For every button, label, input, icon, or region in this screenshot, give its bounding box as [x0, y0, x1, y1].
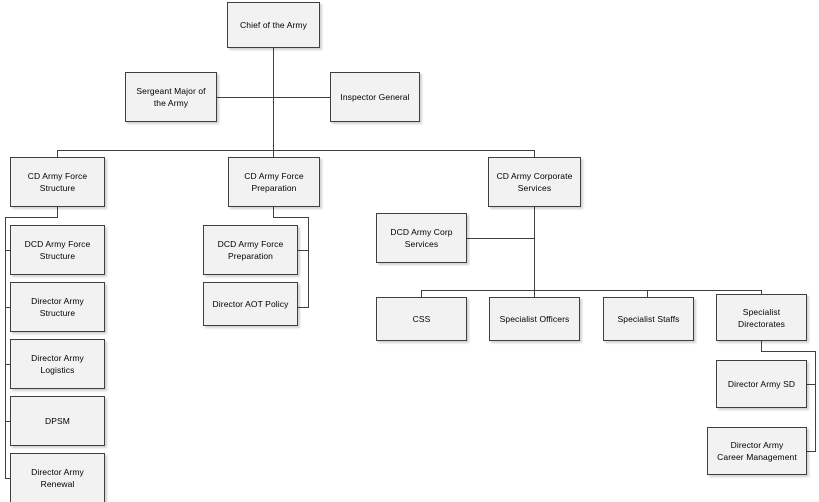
- node-label: Specialist Directorates: [737, 306, 786, 329]
- node-label: DCD Army Force Preparation: [217, 239, 284, 261]
- node-label: Director Army SD: [727, 379, 796, 389]
- connector-level3-bus: [57, 150, 535, 151]
- connector-stub-director-army-renewal: [5, 478, 11, 479]
- node-label: Director Army Structure: [31, 296, 84, 318]
- node-css[interactable]: CSS: [376, 297, 467, 341]
- node-label: CD Army Corporate Services: [496, 171, 573, 193]
- node-director-army-sd[interactable]: Director Army SD: [716, 360, 807, 408]
- node-inspector-general[interactable]: Inspector General: [330, 72, 420, 122]
- node-label: DCD Army Corp Services: [390, 227, 453, 249]
- node-sergeant-major-of-the-army[interactable]: Sergeant Major of the Army: [125, 72, 217, 122]
- connector-drop-specialist-directorates: [761, 290, 762, 297]
- node-dcd-army-force-structure[interactable]: DCD Army Force Structure: [10, 225, 105, 275]
- connector-spec-dir-stem: [761, 341, 762, 351]
- connector-stub-director-army-sd: [807, 384, 816, 385]
- node-label: Director Army Renewal: [31, 467, 84, 489]
- connector-stub-director-army-logistics: [5, 364, 11, 365]
- node-label: Director Army Career Management: [717, 440, 797, 462]
- node-cd-army-corporate-services[interactable]: CD Army Corporate Services: [488, 157, 581, 207]
- connector-mid-stem: [273, 207, 274, 217]
- node-cd-army-force-structure[interactable]: CD Army Force Structure: [10, 157, 105, 207]
- connector-left-spine: [5, 217, 6, 478]
- connector-stub-director-army-career-management: [807, 451, 816, 452]
- node-dpsm[interactable]: DPSM: [10, 396, 105, 446]
- connector-drop-css: [421, 290, 422, 297]
- node-director-army-structure[interactable]: Director Army Structure: [10, 282, 105, 332]
- node-label: DPSM: [45, 416, 70, 426]
- node-cd-army-force-preparation[interactable]: CD Army Force Preparation: [228, 157, 320, 207]
- node-dcd-army-corp-services[interactable]: DCD Army Corp Services: [376, 213, 467, 263]
- node-label: Specialist Officers: [499, 314, 570, 324]
- connector-stub-dcd-corp-services: [467, 238, 535, 239]
- connector-stub-dpsm: [5, 421, 11, 422]
- connector-drop-specialist-staffs: [647, 290, 648, 297]
- connector-mid-spine: [308, 217, 309, 307]
- connector-stub-director-aot-policy: [298, 307, 309, 308]
- node-label: Director AOT Policy: [212, 299, 289, 309]
- node-director-army-career-management[interactable]: Director Army Career Management: [707, 427, 807, 475]
- node-label: Sergeant Major of the Army: [136, 86, 206, 108]
- connector-drop-cd-corporate-services: [534, 150, 535, 157]
- connector-right-spine: [534, 207, 535, 290]
- connector-drop-cd-force-preparation: [273, 150, 274, 157]
- node-label: CD Army Force Structure: [27, 171, 88, 193]
- connector-stub-dcd-force-preparation: [298, 250, 309, 251]
- connector-stub-director-army-structure: [5, 307, 11, 308]
- connector-drop-specialist-officers: [534, 290, 535, 297]
- connector-chief-stem: [273, 48, 274, 150]
- node-director-army-renewal[interactable]: Director Army Renewal: [10, 453, 105, 502]
- node-label: Specialist Staffs: [617, 314, 680, 324]
- node-label: Director Army Logistics: [31, 353, 84, 375]
- connector-mid-elbow: [273, 217, 309, 218]
- node-specialist-directorates[interactable]: Specialist Directorates: [716, 294, 807, 341]
- node-chief-of-the-army[interactable]: Chief of the Army: [227, 2, 320, 48]
- node-label: DCD Army Force Structure: [24, 239, 91, 261]
- connector-level2-sidebar: [217, 97, 330, 98]
- connector-level4-bus: [421, 290, 762, 291]
- connector-drop-cd-force-structure: [57, 150, 58, 157]
- node-specialist-officers[interactable]: Specialist Officers: [489, 297, 580, 341]
- node-label: CSS: [412, 314, 431, 324]
- connector-left-stem: [57, 207, 58, 217]
- connector-spec-dir-elbow: [761, 351, 816, 352]
- node-dcd-army-force-preparation[interactable]: DCD Army Force Preparation: [203, 225, 298, 275]
- connector-spec-dir-spine: [815, 351, 816, 451]
- node-label: Inspector General: [340, 92, 410, 102]
- node-label: CD Army Force Preparation: [244, 171, 304, 193]
- connector-stub-dcd-force-structure: [5, 250, 11, 251]
- node-director-army-logistics[interactable]: Director Army Logistics: [10, 339, 105, 389]
- node-label: Chief of the Army: [240, 20, 307, 30]
- node-specialist-staffs[interactable]: Specialist Staffs: [603, 297, 694, 341]
- node-director-aot-policy[interactable]: Director AOT Policy: [203, 282, 298, 326]
- connector-left-elbow: [5, 217, 58, 218]
